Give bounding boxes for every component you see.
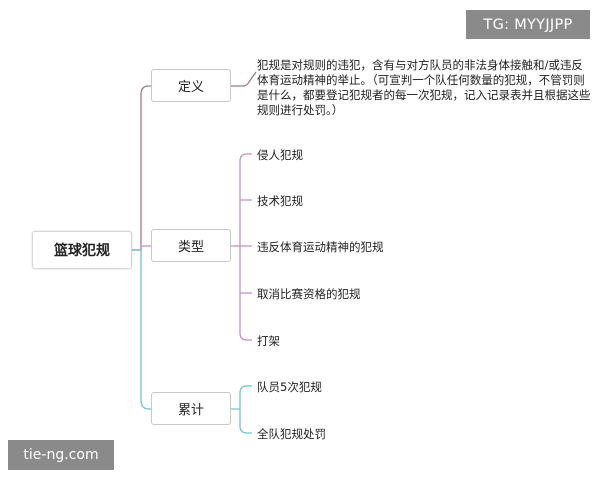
branch-accumulation[interactable]: 累计 — [151, 392, 231, 425]
definition-text: 犯规是对规则的违犯，含有与对方队员的非法身体接触和/或违反体育运动精神的举止。（… — [257, 58, 591, 117]
branch-types[interactable]: 类型 — [151, 229, 231, 262]
connector-types-leaves — [231, 153, 252, 341]
watermark-top: TG: MYYJJPP — [466, 10, 590, 39]
type-item-disqualifying-foul[interactable]: 取消比赛资格的犯规 — [257, 287, 361, 301]
accumulation-item-team-penalty[interactable]: 全队犯规处罚 — [257, 427, 326, 441]
connector-accumulation-leaves — [231, 385, 252, 434]
type-item-fighting[interactable]: 打架 — [257, 334, 280, 348]
type-item-personal-foul[interactable]: 侵人犯规 — [257, 148, 303, 162]
connector-root-accumulation — [132, 249, 151, 410]
root-node[interactable]: 篮球犯规 — [32, 231, 132, 269]
branch-definition[interactable]: 定义 — [151, 69, 231, 102]
connector-definition-text — [231, 71, 257, 87]
watermark-bottom: tie-ng.com — [8, 440, 114, 470]
type-item-technical-foul[interactable]: 技术犯规 — [257, 194, 303, 208]
connector-root-definition — [132, 85, 151, 251]
accumulation-item-player-fouls[interactable]: 队员5次犯规 — [257, 380, 322, 394]
type-item-unsportsmanlike-foul[interactable]: 违反体育运动精神的犯规 — [257, 240, 384, 254]
